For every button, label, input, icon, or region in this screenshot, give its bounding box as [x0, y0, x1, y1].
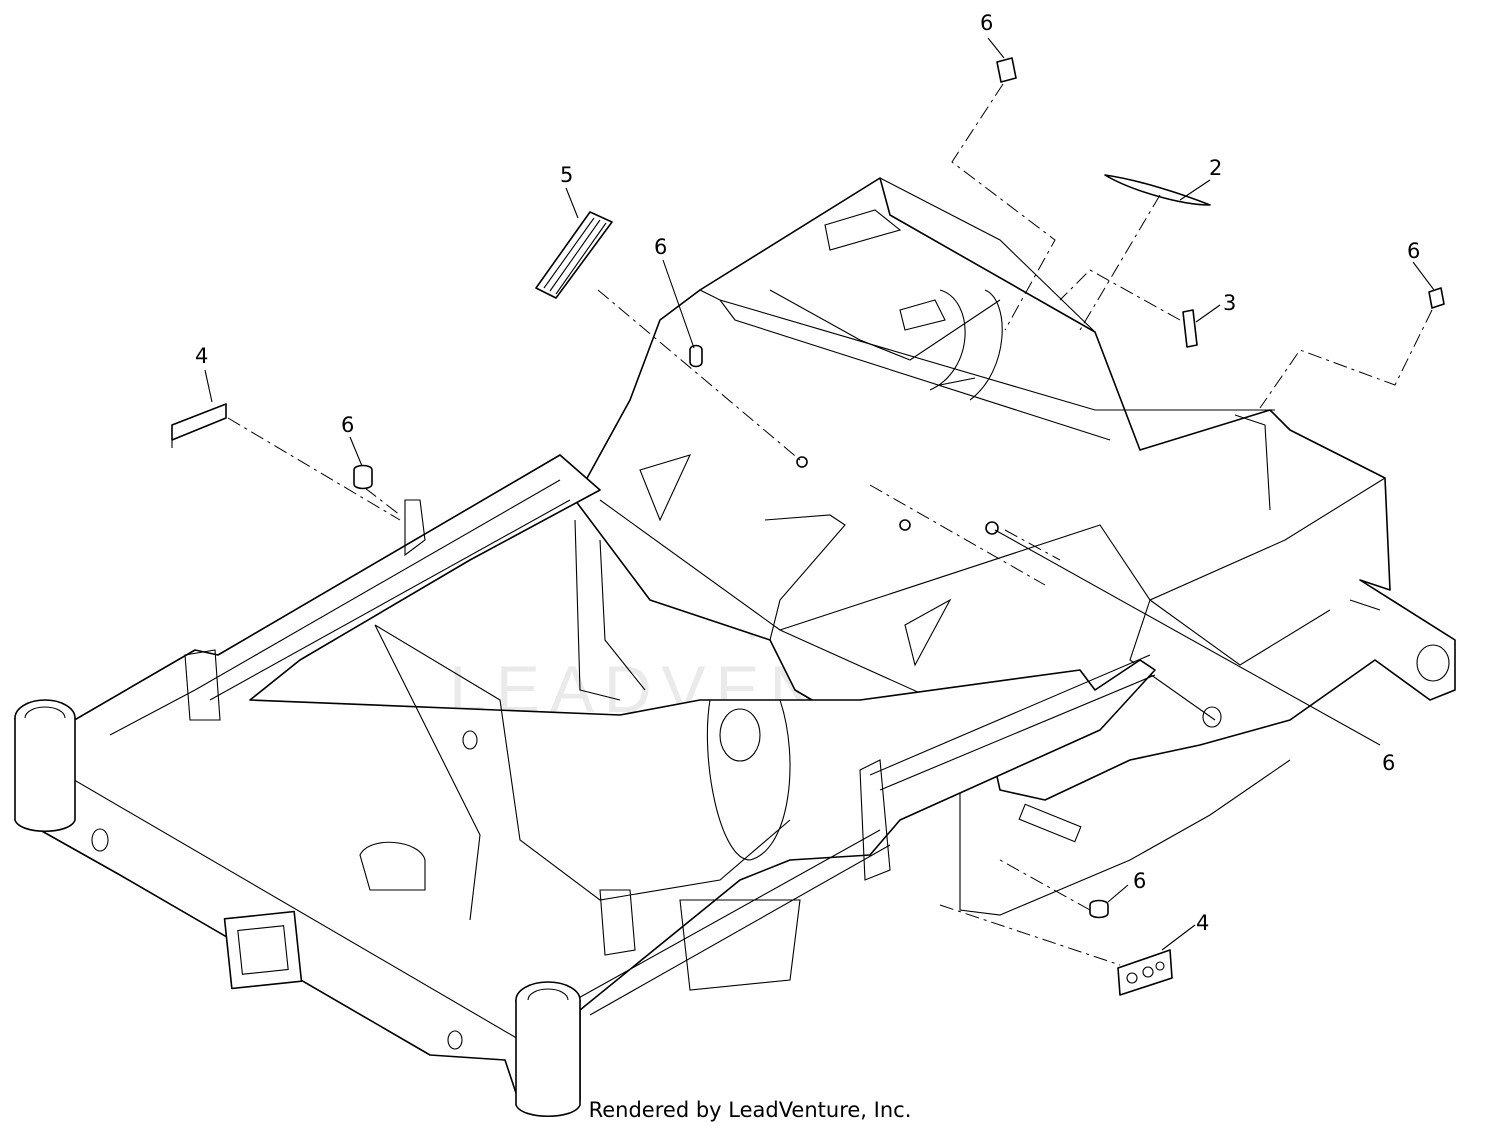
bushing-6-lower-right [1089, 899, 1109, 919]
footer-credit: Rendered by LeadVenture, Inc. [588, 1098, 912, 1122]
callout-6-right: 6 [1407, 239, 1420, 263]
assembly-leaders [227, 83, 1433, 966]
callout-labels: 6 2 5 6 3 6 4 6 6 6 4 [195, 11, 1420, 935]
upper-frame-housing [574, 177, 1456, 916]
callout-4-right: 4 [1196, 911, 1209, 935]
callout-6-center: 6 [654, 235, 667, 259]
callout-6-top: 6 [980, 11, 993, 35]
callout-2: 2 [1209, 156, 1222, 180]
decal-5 [535, 211, 613, 299]
callout-3: 3 [1223, 291, 1236, 315]
bushing-6-top [996, 57, 1017, 83]
lower-chassis-frame [14, 454, 1156, 1118]
callout-4-left: 4 [195, 344, 208, 368]
callout-6-bottom: 6 [1133, 869, 1146, 893]
bushing-6-right [1428, 287, 1445, 309]
decal-4-left [171, 403, 227, 448]
bushing-6-left [353, 464, 373, 490]
callout-6-lower-right: 6 [1382, 751, 1395, 775]
callout-6-left: 6 [341, 413, 354, 437]
callout-5: 5 [560, 163, 573, 187]
decal-4-right [1117, 949, 1173, 996]
bushing-6-frame [796, 456, 999, 535]
bushing-6-mid [689, 344, 703, 368]
callout-pointers [204, 37, 1435, 951]
decal-3 [1182, 309, 1198, 348]
